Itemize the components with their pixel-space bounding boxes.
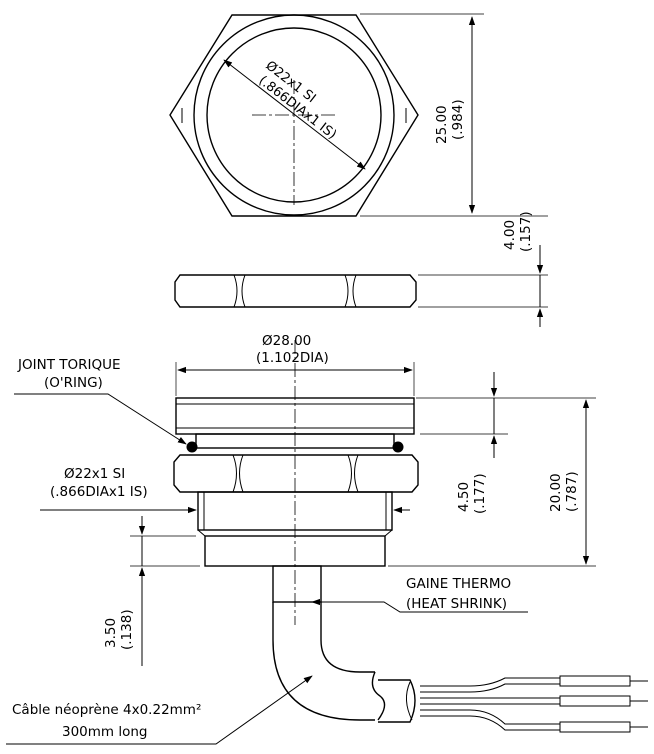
diameter-in-label: (1.102DIA): [256, 350, 329, 366]
cable-leader: [6, 675, 313, 745]
thread-length-mm-label: 4.50: [456, 482, 472, 512]
wire: [420, 677, 560, 687]
thread-length-in-label: (.177): [472, 473, 488, 514]
thickness-mm-label: 4.00: [502, 220, 518, 250]
nut-flat-right2: [352, 274, 357, 308]
cable-label-line1: Câble néoprène 4x0.22mm²: [12, 702, 201, 718]
gap-in-label: (.138): [119, 609, 135, 650]
oring-left: [186, 441, 198, 453]
wire: [420, 715, 560, 731]
thickness-in-label: (.157): [518, 211, 534, 252]
wire-ferrule: [559, 675, 631, 687]
side-view: Ø28.00 (1.102DIA): [6, 333, 648, 745]
oring-right: [392, 441, 404, 453]
oring-label-line1: JOINT TORIQUE: [17, 357, 121, 373]
nut-view: 4.00 (.157): [174, 211, 548, 327]
cable-label-line2: 300mm long: [62, 724, 148, 740]
cable: [272, 602, 375, 721]
rear-body-step: [384, 529, 393, 537]
rear-body-step: [197, 529, 206, 537]
shrink-label-line1: GAINE THERMO: [406, 576, 511, 592]
height-in-label: (.984): [450, 99, 466, 140]
cable-break2: [406, 681, 413, 721]
wire: [420, 683, 560, 693]
diameter-mm-label: Ø28.00: [262, 333, 311, 349]
gap-mm-label: 3.50: [103, 618, 119, 648]
cable-jacket-end: [378, 679, 416, 723]
nut-flat-left: [233, 274, 238, 308]
heat-shrink: [272, 565, 322, 603]
wire: [420, 709, 560, 725]
thread-label-line1: Ø22x1 SI: [64, 466, 125, 482]
total-height-mm-label: 20.00: [548, 473, 564, 512]
side-nut: [173, 454, 419, 493]
oring-label-line2: (O'RING): [44, 375, 103, 391]
nut-flat-right: [344, 274, 349, 308]
side-nut-flat: [347, 454, 352, 493]
cable-break: [371, 671, 386, 721]
nut-outline: [174, 274, 417, 308]
shrink-label-line2: (HEAT SHRINK): [406, 596, 507, 612]
side-nut-flat: [239, 454, 244, 493]
side-nut-flat: [232, 454, 237, 493]
cable: [320, 602, 375, 673]
top-view: Ø22x1 SI (.866DIAx1 IS) 25.00 (.984): [169, 13, 548, 217]
thread-label-line2: (.866DIAx1 IS): [50, 484, 148, 500]
total-height-in-label: (.787): [564, 471, 580, 512]
thread-diameter-dimension: [223, 59, 366, 170]
outer-circle: [193, 14, 395, 216]
hex-outline: [169, 14, 419, 217]
nut-flat-left2: [241, 274, 246, 308]
wire-ferrule: [559, 721, 631, 733]
wire-ferrule: [559, 695, 631, 707]
oring-leader: [14, 393, 187, 445]
height-mm-label: 25.00: [434, 105, 450, 144]
side-nut-flat: [354, 454, 359, 493]
shrink-leader: [311, 598, 528, 613]
